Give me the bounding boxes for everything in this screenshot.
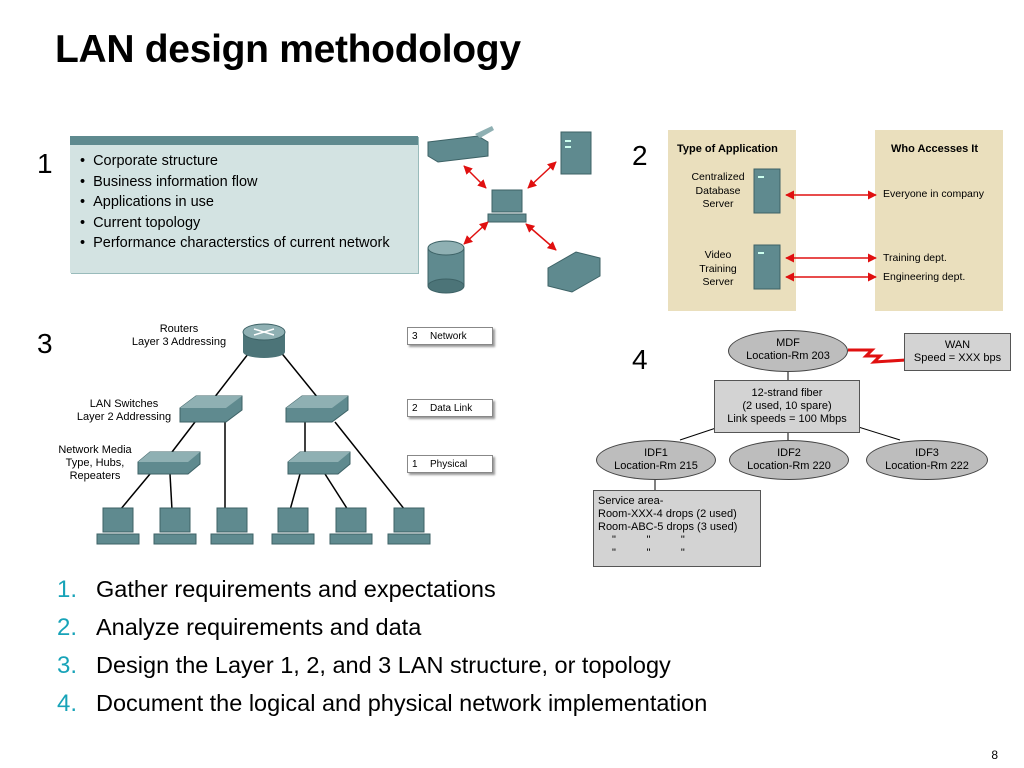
- requirements-box: Corporate structure Business information…: [70, 136, 418, 273]
- router-icon: [242, 323, 286, 358]
- application-header: Type of Application: [677, 143, 778, 155]
- list-item: Current topology: [80, 213, 418, 234]
- slide-title: LAN design methodology: [55, 28, 521, 71]
- step-item: 4.Document the logical and physical netw…: [57, 690, 708, 717]
- lan-switch-icon: [179, 395, 243, 423]
- step-item: 3.Design the Layer 1, 2, and 3 LAN struc…: [57, 652, 671, 679]
- panel-number-3: 3: [37, 328, 53, 359]
- lan-switch-icon: [285, 395, 349, 423]
- workstation-icon: [487, 189, 527, 223]
- step-item: 2.Analyze requirements and data: [57, 614, 422, 641]
- service-area-box: Service area- Room-XXX-4 drops (2 used) …: [593, 490, 761, 567]
- access-column: [875, 130, 1003, 311]
- network-switch-icon: [547, 251, 601, 293]
- list-item: Performance characterstics of current ne…: [80, 233, 418, 254]
- storage-icon: [427, 240, 465, 294]
- steps-list: 1.Gather requirements and expectations 2…: [57, 576, 707, 728]
- pc-icon: [329, 507, 373, 545]
- requirements-list: Corporate structure Business information…: [70, 145, 418, 254]
- hub-icon: [287, 451, 351, 475]
- page-number: 8: [991, 748, 998, 762]
- access-engineering: Engineering dept.: [883, 271, 966, 283]
- panel-number-4: 4: [632, 344, 648, 375]
- pc-icon: [153, 507, 197, 545]
- pc-icon: [210, 507, 254, 545]
- server-tower-icon: [560, 131, 592, 175]
- step-item: 1.Gather requirements and expectations: [57, 576, 496, 603]
- pc-icon: [271, 507, 315, 545]
- pc-icon: [96, 507, 140, 545]
- list-item: Corporate structure: [80, 151, 418, 172]
- access-header: Who Accesses It: [891, 143, 979, 155]
- access-everyone: Everyone in company: [883, 188, 984, 200]
- wan-link-icon: [848, 348, 907, 364]
- list-item: Business information flow: [80, 172, 418, 193]
- printer-icon: [427, 126, 494, 163]
- panel-number-1: 1: [37, 148, 53, 179]
- fiber-box: 12-strand fiber(2 used, 10 spare)Link sp…: [714, 380, 860, 433]
- pc-icon: [387, 507, 431, 545]
- panel-number-2: 2: [632, 140, 648, 171]
- access-training: Training dept.: [883, 252, 947, 264]
- hub-icon: [137, 451, 201, 475]
- list-item: Applications in use: [80, 192, 418, 213]
